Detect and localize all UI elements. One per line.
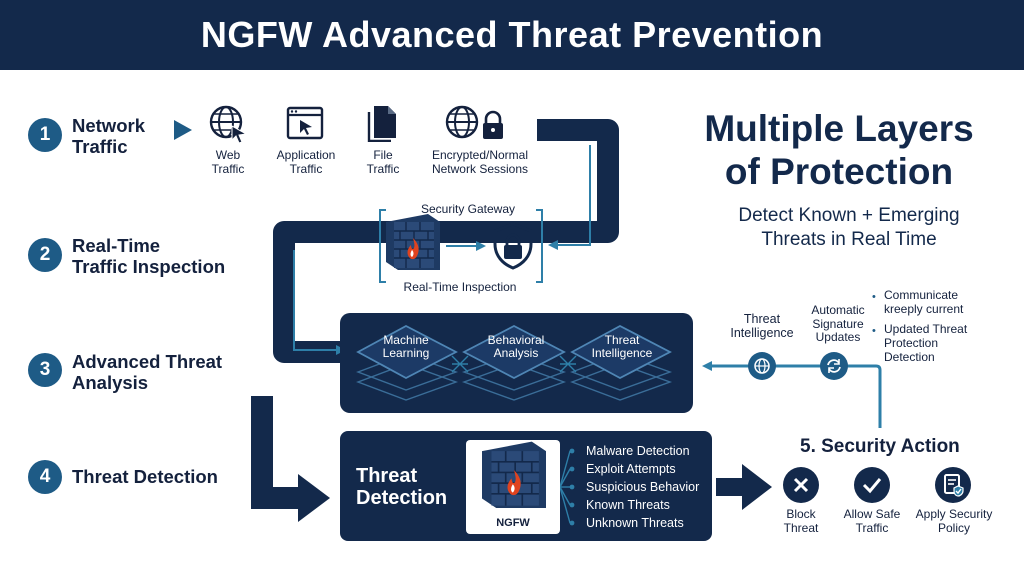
intel-bullet: Updated Threat Protection Detection: [884, 322, 968, 364]
intel-bullet: Communicate kreeply current: [884, 288, 964, 316]
step-3-badge: 3: [28, 353, 62, 387]
threat-item: Known Threats: [586, 498, 670, 512]
detection-title: Threat Detection: [356, 465, 448, 509]
flow-pipe-inner: [548, 145, 591, 250]
threat-list: Malware Detection Exploit Attempts Suspi…: [586, 442, 710, 532]
x-icon: [793, 477, 809, 493]
intel-feed-line: [702, 361, 882, 428]
gateway-bottom-label: Real-Time Inspection: [403, 280, 517, 294]
step1-arrow: [174, 120, 192, 140]
globe-icon: [753, 357, 771, 375]
layer-threat-intelligence: Threat Intelligence: [591, 333, 653, 360]
block-threat-button[interactable]: [783, 467, 819, 503]
shield-lock-icon: [492, 222, 534, 270]
traffic-app-label: Application Traffic: [276, 148, 336, 176]
app-window-icon: [286, 106, 324, 140]
ngfw-label: NGFW: [496, 517, 530, 529]
threat-item: Suspicious Behavior: [586, 480, 700, 494]
headline-title: Multiple Layers of Protection: [704, 108, 974, 192]
page-title: NGFW Advanced Threat Prevention: [200, 14, 824, 55]
file-icon: [366, 104, 400, 143]
flow-pipe-inner-left: [293, 250, 346, 355]
threat-connector-icon: [559, 440, 576, 534]
headline-subtitle: Detect Known + Emerging Threats in Real …: [738, 205, 960, 250]
intel-updates-label: Automatic Signature Updates: [811, 303, 865, 344]
step-3-label: Advanced Threat Analysis: [72, 351, 223, 393]
gateway-bracket-left: [379, 209, 386, 283]
header-banner: NGFW Advanced Threat Prevention: [0, 0, 1024, 70]
allow-traffic-button[interactable]: [854, 467, 890, 503]
threat-item: Exploit Attempts: [586, 462, 676, 476]
ngfw-firewall-icon: [482, 440, 546, 512]
firewall-icon: [386, 214, 440, 272]
step-2-label: Real-Time Traffic Inspection: [72, 235, 226, 277]
step-2-badge: 2: [28, 238, 62, 272]
flow-arrow-detection: [251, 396, 300, 509]
intel-threat-label: Threat Intelligence: [730, 312, 794, 340]
refresh-icon: [825, 357, 843, 375]
analysis-stack: [356, 320, 674, 406]
step-1-badge: 1: [28, 118, 62, 152]
gateway-top-label: Security Gateway: [420, 202, 516, 216]
check-icon: [862, 478, 882, 494]
traffic-file-label: File Traffic: [366, 148, 400, 176]
intel-bullets: Communicate kreeply current Updated Thre…: [872, 288, 1012, 364]
layer-behavioral-analysis: Behavioral Analysis: [487, 333, 545, 360]
apply-policy-button[interactable]: [935, 467, 971, 503]
traffic-web-label: Web Traffic: [211, 148, 245, 176]
security-action-title: 5. Security Action: [800, 436, 960, 457]
step-1-label: Network Traffic: [72, 115, 145, 157]
policy-doc-icon: [944, 474, 964, 497]
threat-item: Unknown Threats: [586, 516, 684, 530]
apply-policy-label: Apply Security Policy: [915, 507, 993, 535]
layer-machine-learning: Machine Learning: [382, 333, 430, 360]
bullet-dot-icon: •: [872, 291, 876, 303]
block-threat-label: Block Threat: [783, 507, 819, 535]
step-4-badge: 4: [28, 460, 62, 494]
globe-cursor-icon: [208, 104, 248, 144]
traffic-encrypted-label: Encrypted/Normal Network Sessions: [431, 148, 529, 176]
threat-item: Malware Detection: [586, 444, 690, 458]
globe-lock-icon: [444, 104, 508, 144]
step-4-label: Threat Detection: [72, 466, 218, 487]
bullet-dot-icon: •: [872, 325, 876, 337]
gateway-bracket-right: [536, 209, 543, 283]
allow-traffic-label: Allow Safe Traffic: [843, 507, 901, 535]
flow-pipe-main: [273, 119, 619, 363]
